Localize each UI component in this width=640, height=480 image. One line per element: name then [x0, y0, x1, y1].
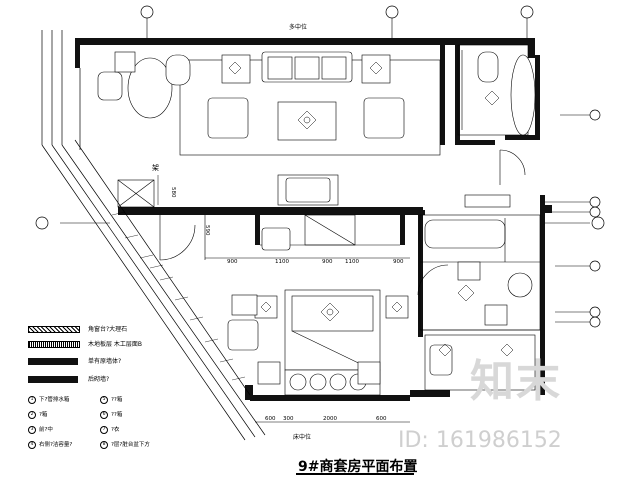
nightstand-left: [254, 295, 278, 319]
note-2: 2?箱: [28, 410, 47, 419]
lamp-symbols: [228, 61, 514, 357]
toilet-top: [477, 51, 499, 83]
dim-bottom-4: 300: [283, 416, 294, 422]
axis-bubbles: [35, 5, 605, 328]
diagonal-facade: [41, 30, 266, 441]
toilet-bottom: [429, 344, 453, 376]
legend-label-3: 单有原墙体?: [88, 358, 122, 365]
legend-swatch-4: [28, 376, 78, 383]
dim-top-4: 1100: [345, 259, 359, 265]
side-table-br: [357, 361, 381, 385]
dim-top-1: 900: [227, 259, 238, 265]
watermark-logo: 知末: [470, 356, 562, 407]
note-6: 6??箱: [100, 410, 122, 419]
axis-bubble-right-1: [589, 109, 601, 121]
round-table: [127, 57, 173, 119]
dimension-lines: [157, 175, 410, 423]
axis-bubble-right-7: [589, 316, 601, 328]
drawing-title: 9#商套房平面布置: [298, 459, 418, 475]
side-table-left: [221, 54, 251, 84]
side-table-bl: [257, 361, 281, 385]
note-8: 8?层?脏台盆下方: [100, 440, 150, 449]
dim-top-3: 900: [322, 259, 333, 265]
bedroom-furniture: [227, 227, 409, 396]
watermark-id: ID: 161986152: [398, 428, 562, 453]
axis-bubble-left: [35, 216, 49, 230]
bath-round-fixture: [507, 272, 533, 298]
bedroom-chair: [227, 319, 259, 351]
label-center-bottom: 床中位: [293, 434, 312, 441]
axis-bubble-right-2: [589, 196, 601, 208]
axis-bubble-right-6: [589, 306, 601, 318]
axis-bubble-right-4: [591, 216, 605, 230]
legend-swatch-3: [28, 358, 78, 365]
dim-580: 580: [170, 187, 176, 198]
lounge-chair: [165, 54, 191, 86]
facade-hatch: [111, 211, 246, 381]
bath-basin: [457, 261, 481, 281]
chair-small: [285, 177, 331, 203]
dim-top-5: 900: [393, 259, 404, 265]
axis-bubble-top-1: [140, 5, 154, 19]
legend-label-2: 木地板层 木工层面B: [88, 341, 143, 348]
bath-curve: [510, 54, 536, 136]
axis-bubble-top-3: [520, 5, 534, 19]
legend-swatch-1: [28, 326, 80, 333]
coffee-table: [277, 101, 337, 141]
dim-bottom-1: 600: [265, 416, 276, 422]
axis-bubble-top-2: [385, 5, 399, 19]
note-5: 5??箱: [100, 395, 122, 404]
bath-fixtures: [429, 51, 536, 376]
note-7: 7?衣: [100, 425, 119, 434]
axis-bubble-right-3: [589, 206, 601, 218]
title-underline: [296, 473, 414, 475]
legend-label-1: 角窗台?大理石: [88, 326, 128, 333]
chair-left: [97, 71, 123, 101]
axis-bubble-right-5: [589, 260, 601, 272]
nightstand-right: [385, 295, 409, 319]
dim-bottom-3: 600: [376, 416, 387, 422]
desk-chair: [261, 227, 291, 251]
dim-side: 590: [204, 225, 210, 236]
bath-cabinet: [484, 304, 508, 326]
side-table-right: [361, 54, 391, 84]
armchair-right: [363, 97, 405, 139]
legend-swatch-2: [28, 341, 80, 348]
label-center-top: 多中位: [289, 24, 308, 31]
label-small-window: 架: [152, 164, 159, 172]
walls-solid: [75, 38, 552, 401]
living-furniture: [97, 51, 405, 203]
legend-label-4: 后砌墙?: [88, 376, 110, 383]
interior-lines: [117, 44, 541, 391]
dim-bottom-2: 2000: [323, 416, 337, 422]
bedroom-ottoman: [231, 294, 258, 316]
armchair-left: [207, 97, 249, 139]
small-cabinet: [114, 51, 136, 73]
dim-top-2: 1100: [275, 259, 289, 265]
